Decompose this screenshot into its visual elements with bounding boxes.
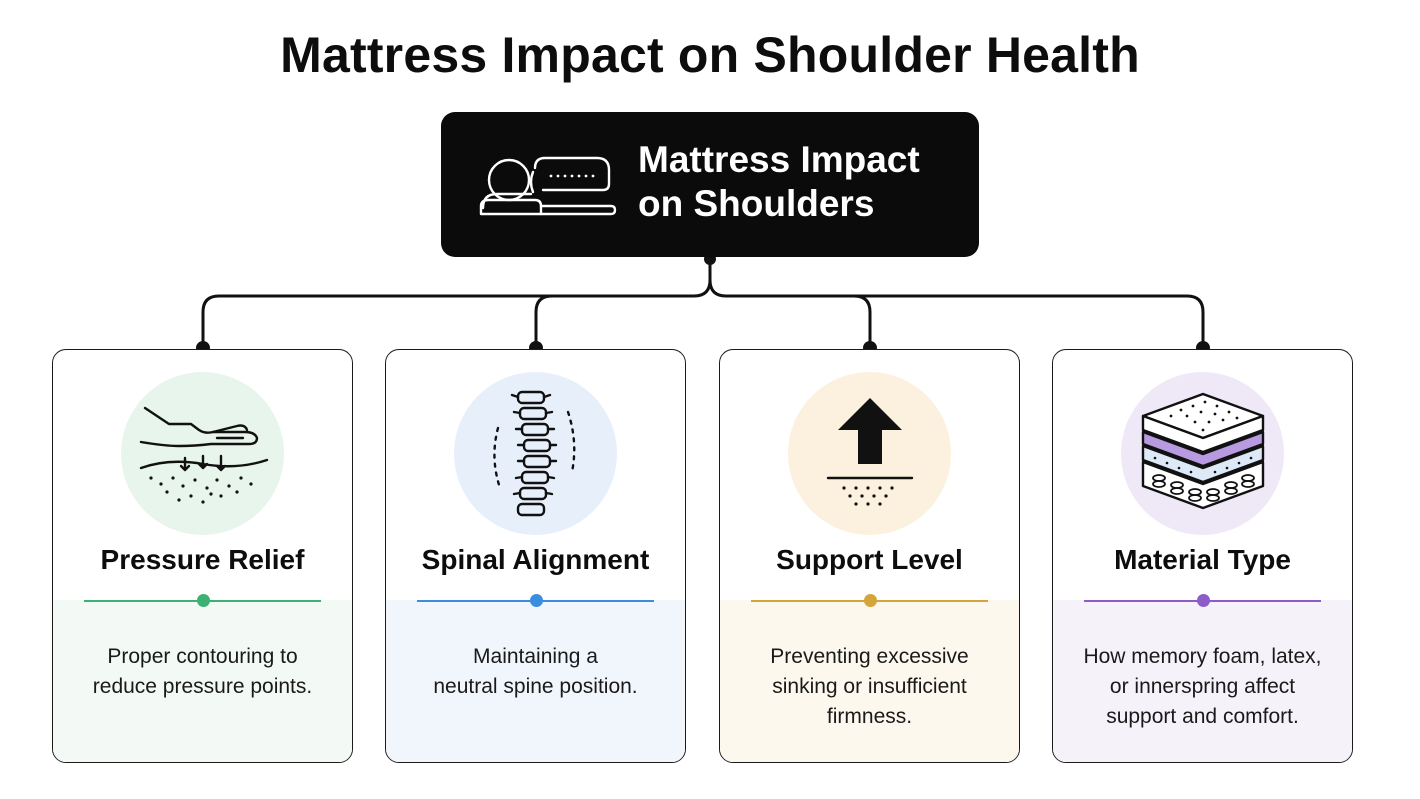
card-support-level: Support Level Preventing excessive sinki…: [719, 349, 1020, 763]
spine-icon: [493, 390, 576, 517]
card-description-line: How memory foam, latex,: [1083, 645, 1322, 668]
card-divider-dot: [1197, 594, 1210, 607]
hand-pressing-foam-icon: [139, 406, 269, 504]
card-description-line: support and comfort.: [1106, 705, 1299, 728]
card-bottom-panel: [53, 600, 352, 762]
card-description-line: or innerspring affect: [1109, 675, 1296, 698]
icon-circle: [121, 372, 284, 535]
card-description-line: neutral spine position.: [433, 675, 638, 698]
card-material-type: Material Type How memory foam, latex, or…: [1052, 349, 1353, 763]
card-description-line: firmness.: [826, 705, 913, 728]
card-divider-dot: [197, 594, 210, 607]
root-title-line-1: Mattress Impact: [638, 139, 920, 180]
card-title: Pressure Relief: [100, 544, 305, 575]
card-description-line: sinking or insufficient: [772, 675, 967, 698]
page-title: Mattress Impact on Shoulder Health: [280, 27, 1140, 83]
card-spinal-alignment: Spinal Alignment Maintaining a neutral s…: [385, 349, 686, 763]
icon-circle: [1121, 372, 1284, 535]
card-bottom-panel: [720, 600, 1019, 762]
card-pressure-relief: Pressure Relief Proper contouring to red…: [52, 349, 353, 763]
card-description-line: Maintaining a: [473, 645, 598, 668]
card-description-line: Proper contouring to: [107, 645, 298, 668]
icon-circle: [454, 372, 617, 535]
card-title: Material Type: [1114, 544, 1291, 575]
card-bottom-panel: [1053, 600, 1352, 762]
icon-circle: [788, 372, 951, 535]
card-title: Support Level: [776, 544, 963, 575]
root-title-line-2: on Shoulders: [638, 183, 875, 224]
card-description-line: Preventing excessive: [770, 645, 969, 668]
up-arrow-support-icon: [826, 398, 914, 506]
card-description: Proper contouring to reduce pressure poi…: [71, 642, 334, 702]
person-lying-on-mattress-icon: [479, 156, 617, 216]
card-title: Spinal Alignment: [421, 544, 650, 575]
card-description-line: reduce pressure points.: [92, 675, 313, 698]
root-node: Mattress Impact on Shoulders: [441, 112, 979, 257]
mattress-layers-icon: [1141, 392, 1265, 510]
root-title: Mattress Impact on Shoulders: [638, 138, 968, 226]
card-description: How memory foam, latex, or innerspring a…: [1071, 642, 1334, 732]
card-description: Preventing excessive sinking or insuffic…: [738, 642, 1001, 732]
card-bottom-panel: [386, 600, 685, 762]
card-divider-dot: [530, 594, 543, 607]
card-description: Maintaining a neutral spine position.: [404, 642, 667, 702]
card-divider-dot: [864, 594, 877, 607]
